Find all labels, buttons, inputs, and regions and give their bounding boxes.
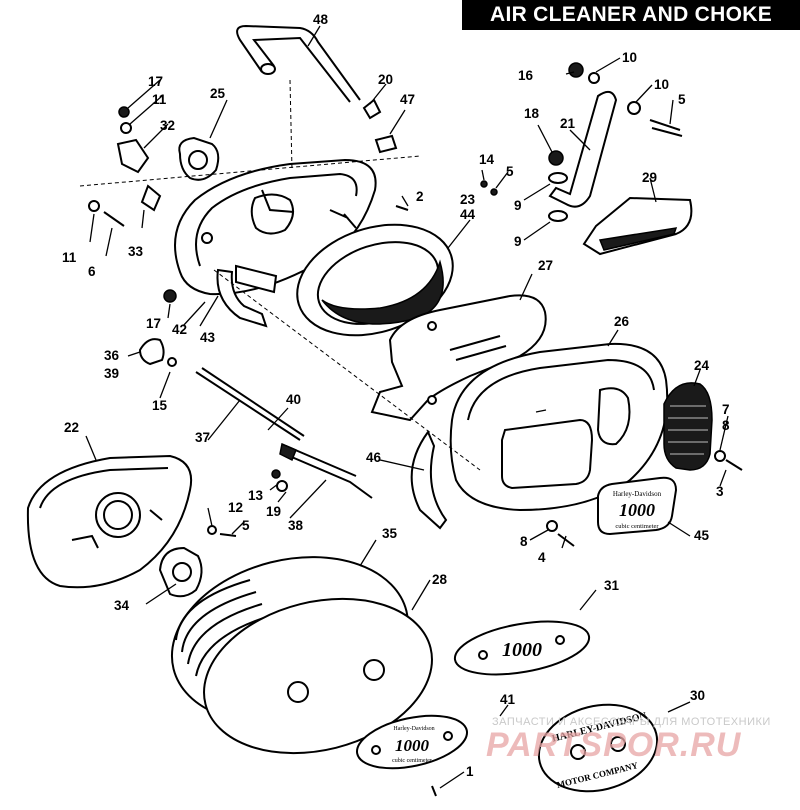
callout-17: 17	[148, 74, 163, 89]
callout-19: 19	[266, 504, 281, 519]
part-41-oval-badge: Harley-Davidson 1000 cubic centimeter	[355, 714, 469, 770]
emblem-45-brand: Harley-Davidson	[613, 490, 662, 498]
callout-10: 10	[622, 50, 637, 65]
callout-16: 16	[518, 68, 534, 83]
emblem-45-number: 1000	[619, 500, 655, 520]
callout-8: 8	[722, 418, 730, 433]
callout-42: 42	[172, 322, 187, 337]
callout-40: 40	[286, 392, 301, 407]
callout-44: 44	[460, 207, 476, 222]
callout-38: 38	[288, 518, 304, 533]
part-37-40-choke-rods	[195, 367, 373, 499]
callout-17b: 17	[146, 316, 161, 331]
callout-8b: 8	[520, 534, 528, 549]
callout-25: 25	[210, 86, 226, 101]
callout-47: 47	[400, 92, 415, 107]
callout-5c: 5	[242, 518, 250, 533]
part-34-gasket	[158, 546, 203, 598]
emblem-45-caption: cubic centimeter	[615, 523, 659, 530]
callout-4: 4	[538, 550, 546, 565]
callout-28: 28	[432, 572, 448, 587]
callout-13: 13	[248, 488, 264, 503]
part-21-bracket-arm	[548, 90, 618, 208]
part-24-pad	[663, 382, 713, 471]
callout-leaders	[85, 25, 729, 789]
callout-5b: 5	[506, 164, 514, 179]
part-28-filter-body	[170, 556, 433, 755]
callout-20: 20	[378, 72, 393, 87]
callout-41: 41	[500, 692, 516, 707]
callout-11: 11	[152, 92, 167, 107]
callout-27: 27	[538, 258, 553, 273]
watermark-tagline: ЗАПЧАСТИ И АКСЕССУАРЫ ДЛЯ МОТОТЕХНИКИ	[492, 716, 771, 728]
callout-11b: 11	[62, 250, 77, 265]
callout-33: 33	[128, 244, 144, 259]
emblem-41-number: 1000	[395, 736, 430, 755]
callout-24: 24	[694, 358, 710, 373]
assembly-centerlines	[79, 79, 481, 471]
callout-15: 15	[152, 398, 168, 413]
emblem-31-number: 1000	[502, 639, 542, 661]
callout-23: 23	[460, 192, 476, 207]
callout-12: 12	[228, 500, 243, 515]
callout-46: 46	[366, 450, 382, 465]
callout-21: 21	[560, 116, 576, 131]
callout-48: 48	[313, 12, 329, 27]
callout-31: 31	[604, 578, 620, 593]
callout-14: 14	[479, 152, 495, 167]
part-26-outer-cover	[449, 342, 669, 512]
callout-5: 5	[678, 92, 686, 107]
emblem-41-brand: Harley-Davidson	[393, 726, 434, 732]
watermark-site: PARTSPOR.RU	[486, 726, 742, 764]
part-27-bracket	[370, 294, 547, 422]
part-45-emblem-plate: Harley-Davidson 1000 cubic centimeter	[597, 476, 678, 536]
callout-numbers: 48 25 17 11 32 20 47 16 10 10 5 18 21 14…	[62, 12, 730, 779]
callout-43: 43	[200, 330, 216, 345]
part-29-trim	[582, 196, 693, 256]
callout-32: 32	[160, 118, 175, 133]
callout-37: 37	[195, 430, 210, 445]
callout-9b: 9	[514, 234, 522, 249]
part-23-filter-element	[296, 223, 454, 337]
callout-2: 2	[416, 189, 424, 204]
callout-6: 6	[88, 264, 96, 279]
part-22-base-plate	[26, 454, 192, 589]
callout-1: 1	[466, 764, 474, 779]
callout-35: 35	[382, 526, 398, 541]
part-43-strap	[216, 268, 268, 328]
callout-39: 39	[104, 366, 119, 381]
part-36-choke-knob	[138, 338, 165, 366]
part-42-backing-plate	[174, 158, 377, 296]
part-25-gasket	[178, 136, 220, 181]
part-48-tube	[236, 24, 361, 103]
callout-10b: 10	[654, 77, 669, 92]
callout-34: 34	[114, 598, 130, 613]
callout-29: 29	[642, 170, 657, 185]
callout-36: 36	[104, 348, 120, 363]
callout-7: 7	[722, 402, 730, 417]
callout-30: 30	[690, 688, 705, 703]
callout-3: 3	[716, 484, 724, 499]
callout-18: 18	[524, 106, 540, 121]
part-46-strip	[410, 429, 448, 530]
part-31-oval-badge: 1000	[453, 620, 591, 676]
part-32-bracket	[116, 138, 150, 174]
callout-26: 26	[614, 314, 630, 329]
callout-45: 45	[694, 528, 710, 543]
part-30-medallion: HARLEY-DAVIDSON MOTOR COMPANY	[537, 703, 659, 793]
diagram-title: AIR CLEANER AND CHOKE	[462, 0, 800, 30]
callout-22: 22	[64, 420, 79, 435]
callout-9: 9	[514, 198, 522, 213]
emblem-41-caption: cubic centimeter	[392, 758, 432, 764]
